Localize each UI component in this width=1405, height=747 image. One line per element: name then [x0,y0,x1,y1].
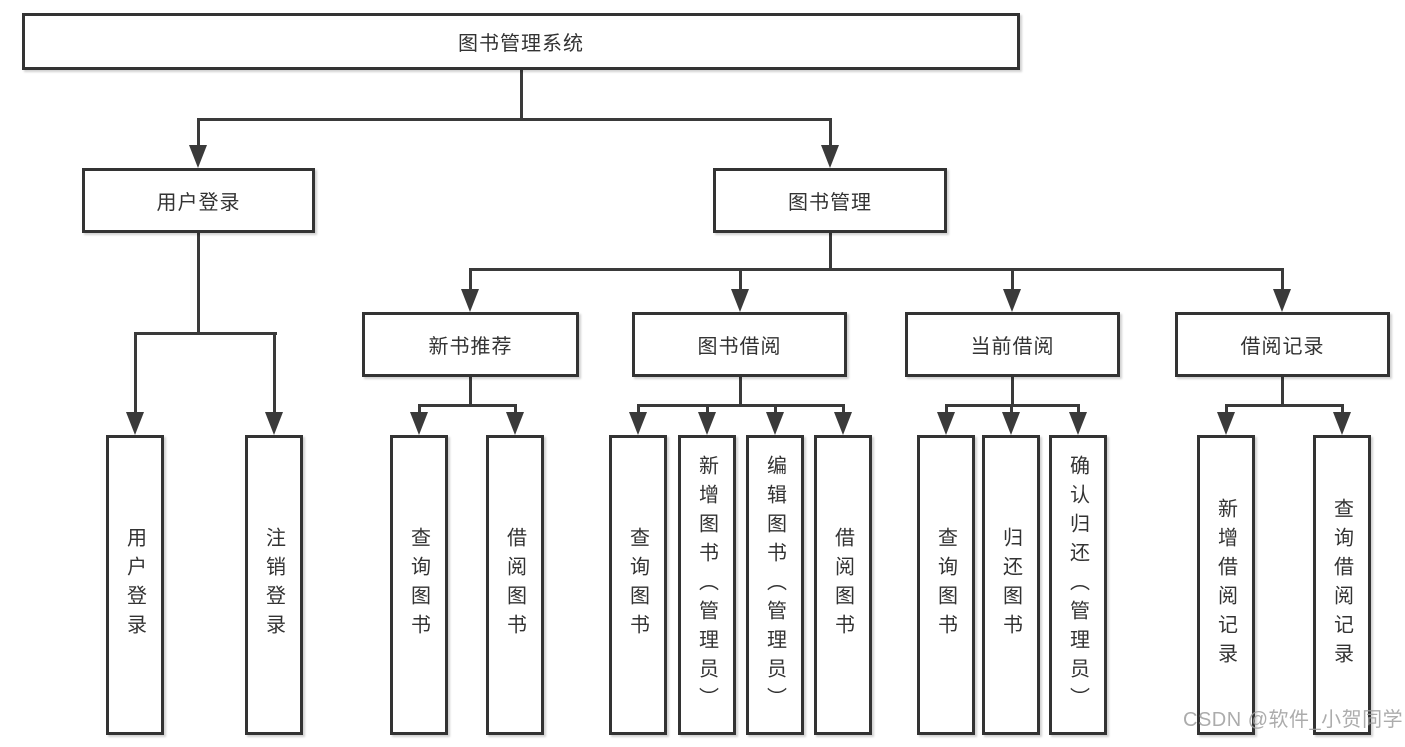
arrowhead-down-icon [821,145,839,168]
connector-user-login-shaft [196,118,200,146]
node-label: 图书管理 [788,192,872,214]
node-new-book-recommendation: 新书推荐 [362,312,579,377]
arrowhead-down-icon [1333,412,1351,435]
connector-bb-vline [738,377,742,407]
connector-cb-vline [1010,377,1014,407]
connector-user-login-hline [133,332,277,335]
leaf-label: 查询借阅记录 [1330,498,1353,672]
connector-leaf-shaft [1009,404,1013,414]
connector-br-vline [1280,377,1284,407]
leaf-return-books: 归还图书 [982,435,1040,735]
node-borrowing-records: 借阅记录 [1175,312,1390,377]
connector-l3-shaft [738,268,742,289]
leaf-label: 确认归还（管理员） [1066,454,1089,716]
node-label: 借阅记录 [1240,336,1325,358]
arrowhead-down-icon [834,412,852,435]
node-label: 用户登录 [156,192,241,214]
node-label: 当前借阅 [970,336,1055,358]
arrowhead-down-icon [1003,289,1021,312]
leaf-label: 查询图书 [626,527,649,643]
arrowhead-down-icon [506,412,524,435]
arrowhead-down-icon [629,412,647,435]
leaf-edit-books-admin: 编辑图书（管理员） [746,435,804,735]
connector-root-vline [519,70,523,118]
node-current-borrowing: 当前借阅 [905,312,1120,377]
connector-leaf-shaft [705,404,709,414]
connector-leaf-shaft [133,332,137,412]
node-book-management: 图书管理 [713,168,947,233]
leaf-query-books: 查询图书 [390,435,448,735]
leaf-query-books: 查询图书 [609,435,667,735]
connector-book-mgmt-vline [828,233,832,271]
leaf-label: 注销登录 [262,527,285,643]
arrowhead-down-icon [698,412,716,435]
leaf-label: 新增图书（管理员） [695,454,718,716]
leaf-borrow-books: 借阅图书 [486,435,544,735]
connector-leaf-shaft [773,404,777,414]
connector-book-mgmt-shaft [828,118,832,146]
arrowhead-down-icon [1002,412,1020,435]
connector-leaf-shaft [636,404,640,414]
leaf-query-borrow-record: 查询借阅记录 [1313,435,1371,735]
connector-leaf-shaft [1340,404,1344,414]
arrowhead-down-icon [410,412,428,435]
leaf-confirm-return-admin: 确认归还（管理员） [1049,435,1107,735]
node-book-borrowing: 图书借阅 [632,312,847,377]
node-user-login: 用户登录 [82,168,315,233]
connector-leaf-shaft [272,332,276,412]
connector-nbr-vline [468,377,472,407]
arrowhead-down-icon [1273,289,1291,312]
connector-br-hline [1224,404,1344,407]
connector-leaf-shaft [1224,404,1228,414]
node-label: 图书管理系统 [458,33,584,55]
leaf-label: 查询图书 [407,527,430,643]
connector-l3-shaft [1010,268,1014,289]
leaf-label: 查询图书 [934,527,957,643]
connector-user-login-vline [196,233,200,335]
connector-bb-hline [636,404,845,407]
watermark-text: CSDN @软件_小贺同学 [1183,709,1404,731]
leaf-add-books-admin: 新增图书（管理员） [678,435,736,735]
leaf-label: 借阅图书 [831,527,854,643]
arrowhead-down-icon [766,412,784,435]
connector-l3-shaft [1280,268,1284,289]
connector-root-hline [196,118,832,121]
connector-book-mgmt-hline [468,268,1284,271]
arrowhead-down-icon [265,412,283,435]
arrowhead-down-icon [731,289,749,312]
leaf-logout: 注销登录 [245,435,303,735]
leaf-query-books: 查询图书 [917,435,975,735]
connector-leaf-shaft [417,404,421,414]
connector-leaf-shaft [1076,404,1080,414]
leaf-add-borrow-record: 新增借阅记录 [1197,435,1255,735]
connector-nbr-hline [417,404,517,407]
leaf-label: 新增借阅记录 [1214,498,1237,672]
connector-leaf-shaft [513,404,517,414]
arrowhead-down-icon [937,412,955,435]
connector-leaf-shaft [944,404,948,414]
leaf-label: 编辑图书（管理员） [763,454,786,716]
node-library-management-system: 图书管理系统 [22,13,1020,70]
leaf-borrow-books: 借阅图书 [814,435,872,735]
arrowhead-down-icon [1069,412,1087,435]
leaf-label: 归还图书 [999,527,1022,643]
node-label: 图书借阅 [697,336,782,358]
arrowhead-down-icon [461,289,479,312]
leaf-user-login: 用户登录 [106,435,164,735]
arrowhead-down-icon [1217,412,1235,435]
connector-l3-shaft [468,268,472,289]
leaf-label: 借阅图书 [503,527,526,643]
node-label: 新书推荐 [428,336,513,358]
leaf-label: 用户登录 [123,527,146,643]
arrowhead-down-icon [126,412,144,435]
arrowhead-down-icon [189,145,207,168]
connector-leaf-shaft [841,404,845,414]
